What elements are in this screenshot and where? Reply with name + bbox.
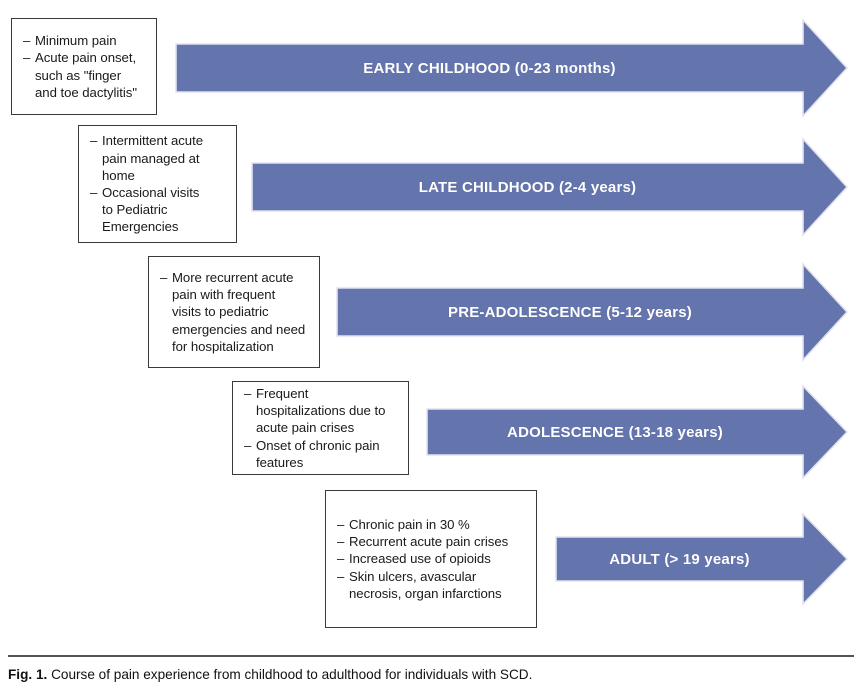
callout-bullet: Minimum pain [23,32,147,49]
diagram-stage: Minimum pain Acute pain onset, such as "… [0,0,862,645]
callout-bullet: Recurrent acute pain crises [337,533,527,550]
callout-list: Chronic pain in 30 % Recurrent acute pai… [337,516,527,602]
arrow-shape-icon [175,17,849,119]
callout-bullet: Frequent hospitalizations due to acute p… [244,385,399,437]
callout-list: Intermittent acute pain managed at home … [90,132,227,235]
arrow-early-childhood: EARLY CHILDHOOD (0-23 months) [175,17,849,119]
figure-caption-text: Course of pain experience from childhood… [51,667,533,682]
callout-list: More recurrent acute pain with frequent … [160,269,310,355]
callout-box-adolescence: Frequent hospitalizations due to acute p… [232,381,409,475]
callout-bullet: Chronic pain in 30 % [337,516,527,533]
arrow-pre-adolescence: PRE-ADOLESCENCE (5-12 years) [336,261,849,363]
arrow-shape-icon [336,261,849,363]
arrow-shape-icon [251,136,849,238]
caption-divider [8,655,854,657]
arrow-shape-icon [426,384,849,480]
callout-bullet: Skin ulcers, avascular necrosis, organ i… [337,568,527,602]
callout-bullet: Acute pain onset, such as "finger and to… [23,49,147,101]
callout-bullet: Increased use of opioids [337,550,527,567]
callout-box-pre-adolescence: More recurrent acute pain with frequent … [148,256,320,368]
callout-list: Minimum pain Acute pain onset, such as "… [23,32,147,101]
callout-box-early-childhood: Minimum pain Acute pain onset, such as "… [11,18,157,115]
callout-bullet: Intermittent acute pain managed at home [90,132,227,184]
callout-list: Frequent hospitalizations due to acute p… [244,385,399,471]
callout-bullet: Onset of chronic pain features [244,437,399,471]
callout-bullet: Occasional visits to Pediatric Emergenci… [90,184,227,236]
figure-caption: Fig. 1. Course of pain experience from c… [8,666,854,684]
arrow-late-childhood: LATE CHILDHOOD (2-4 years) [251,136,849,238]
figure-caption-label: Fig. 1. [8,667,48,682]
callout-bullet: More recurrent acute pain with frequent … [160,269,310,355]
callout-box-late-childhood: Intermittent acute pain managed at home … [78,125,237,243]
arrow-shape-icon [555,512,849,606]
arrow-adult: ADULT (> 19 years) [555,512,849,606]
arrow-adolescence: ADOLESCENCE (13-18 years) [426,384,849,480]
callout-box-adult: Chronic pain in 30 % Recurrent acute pai… [325,490,537,628]
